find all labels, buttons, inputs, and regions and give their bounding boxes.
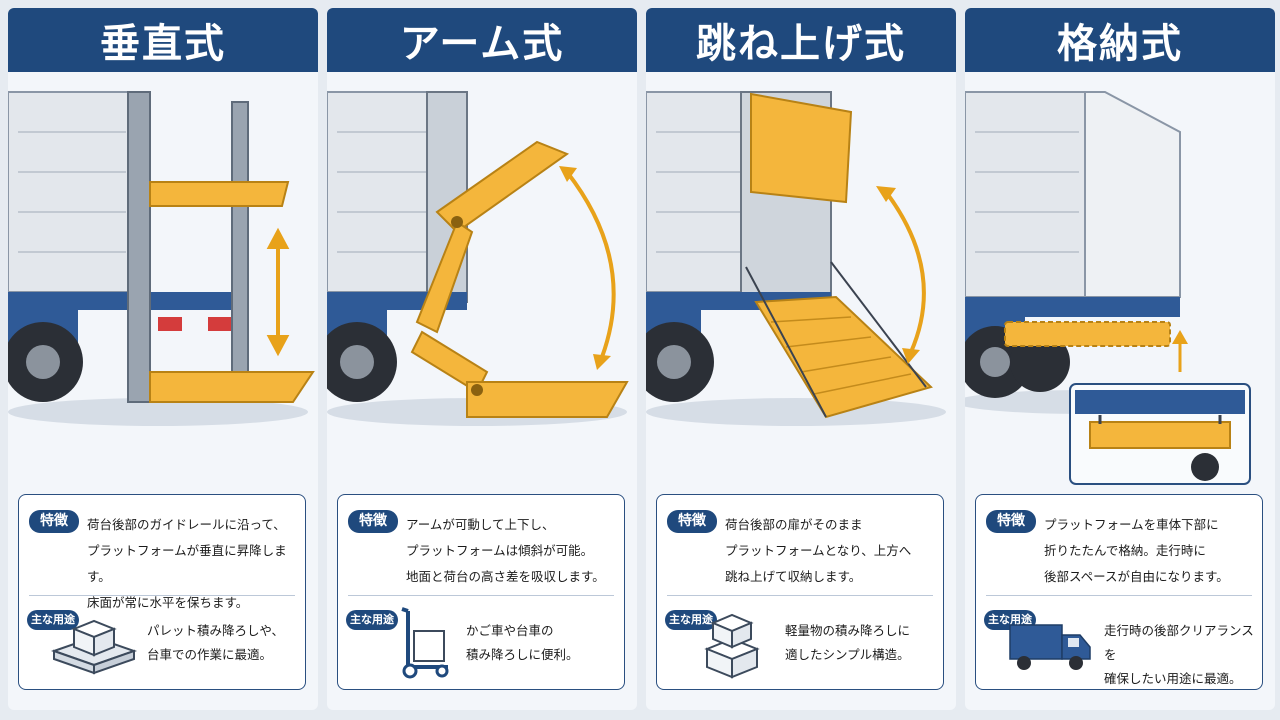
feature-text: 荷台後部の扉がそのまま プラットフォームとなり、上方へ 跳ね上げて収納します。 xyxy=(725,517,912,584)
door-platform-lowered xyxy=(754,295,933,419)
use-text: かご車や台車の 積み降ろしに便利。 xyxy=(466,623,579,662)
use-badge: 主な用途 xyxy=(984,610,1036,630)
use-badge: 主な用途 xyxy=(27,610,79,630)
platform xyxy=(466,381,629,418)
stacked-boxes-icon xyxy=(704,613,760,679)
panel-title: アーム式 xyxy=(327,8,637,72)
use-badge: 主な用途 xyxy=(665,610,717,630)
guide-rail-right xyxy=(231,101,249,373)
divider xyxy=(29,595,295,596)
use-text: 走行時の後部クリアランスを 確保したい用途に最適。 xyxy=(1104,623,1254,686)
divider xyxy=(986,595,1252,596)
info-card: 特徴 荷台後部のガイドレールに沿って、 プラットフォームが垂直に昇降します。 床… xyxy=(18,494,306,690)
feature-text: プラットフォームを車体下部に 折りたたんで格納。走行時に 後部スペースが自由にな… xyxy=(1044,517,1229,584)
feature-badge: 特徴 xyxy=(348,510,398,533)
illustration-vertical-lift xyxy=(8,72,318,492)
platform-raised xyxy=(149,181,290,207)
feature-badge: 特徴 xyxy=(667,510,717,533)
hand-truck-icon xyxy=(401,607,449,679)
info-card: 特徴 荷台後部の扉がそのまま プラットフォームとなり、上方へ 跳ね上げて収納しま… xyxy=(656,494,944,690)
pallet-boxes-icon xyxy=(50,619,138,675)
panel-title: 垂直式 xyxy=(8,8,318,72)
panel-flip-up: 跳ね上げ式 特徴 荷台後部の扉 xyxy=(646,8,956,710)
info-card: 特徴 プラットフォームを車体下部に 折りたたんで格納。走行時に 後部スペースが自… xyxy=(975,494,1263,690)
panel-vertical: 垂直式 xyxy=(8,8,318,710)
panel-arm: アーム式 特徴 xyxy=(327,8,637,710)
use-text: パレット積み降ろしや、 台車での作業に最適。 xyxy=(147,623,285,662)
panel-title: 格納式 xyxy=(965,8,1275,72)
illustration-arm-lift xyxy=(327,72,637,492)
feature-text: アームが可動して上下し、 プラットフォームは傾斜が可能。 地面と荷台の高さ差を吸… xyxy=(406,517,605,584)
feature-text: 荷台後部のガイドレールに沿って、 プラットフォームが垂直に昇降します。 床面が常… xyxy=(87,517,287,610)
use-badge: 主な用途 xyxy=(346,610,398,630)
delivery-truck-icon xyxy=(1009,624,1091,670)
illustration-flip-up-lift xyxy=(646,72,956,492)
divider xyxy=(348,595,614,596)
feature-badge: 特徴 xyxy=(29,510,79,533)
divider xyxy=(667,595,933,596)
illustration-stowable-lift xyxy=(965,72,1275,492)
use-text: 軽量物の積み降ろしに 適したシンプル構造。 xyxy=(785,623,911,662)
arm-raised xyxy=(435,140,570,234)
arm-link-upper xyxy=(415,220,474,334)
guide-rail-left xyxy=(127,91,151,403)
info-card: 特徴 アームが可動して上下し、 プラットフォームは傾斜が可能。 地面と荷台の高さ… xyxy=(337,494,625,690)
feature-badge: 特徴 xyxy=(986,510,1036,533)
door-raised xyxy=(750,92,853,204)
stowed-platform xyxy=(1004,321,1171,347)
platform-lowered xyxy=(149,371,315,403)
panel-title: 跳ね上げ式 xyxy=(646,8,956,72)
panel-stowable: 格納式 xyxy=(965,8,1275,710)
